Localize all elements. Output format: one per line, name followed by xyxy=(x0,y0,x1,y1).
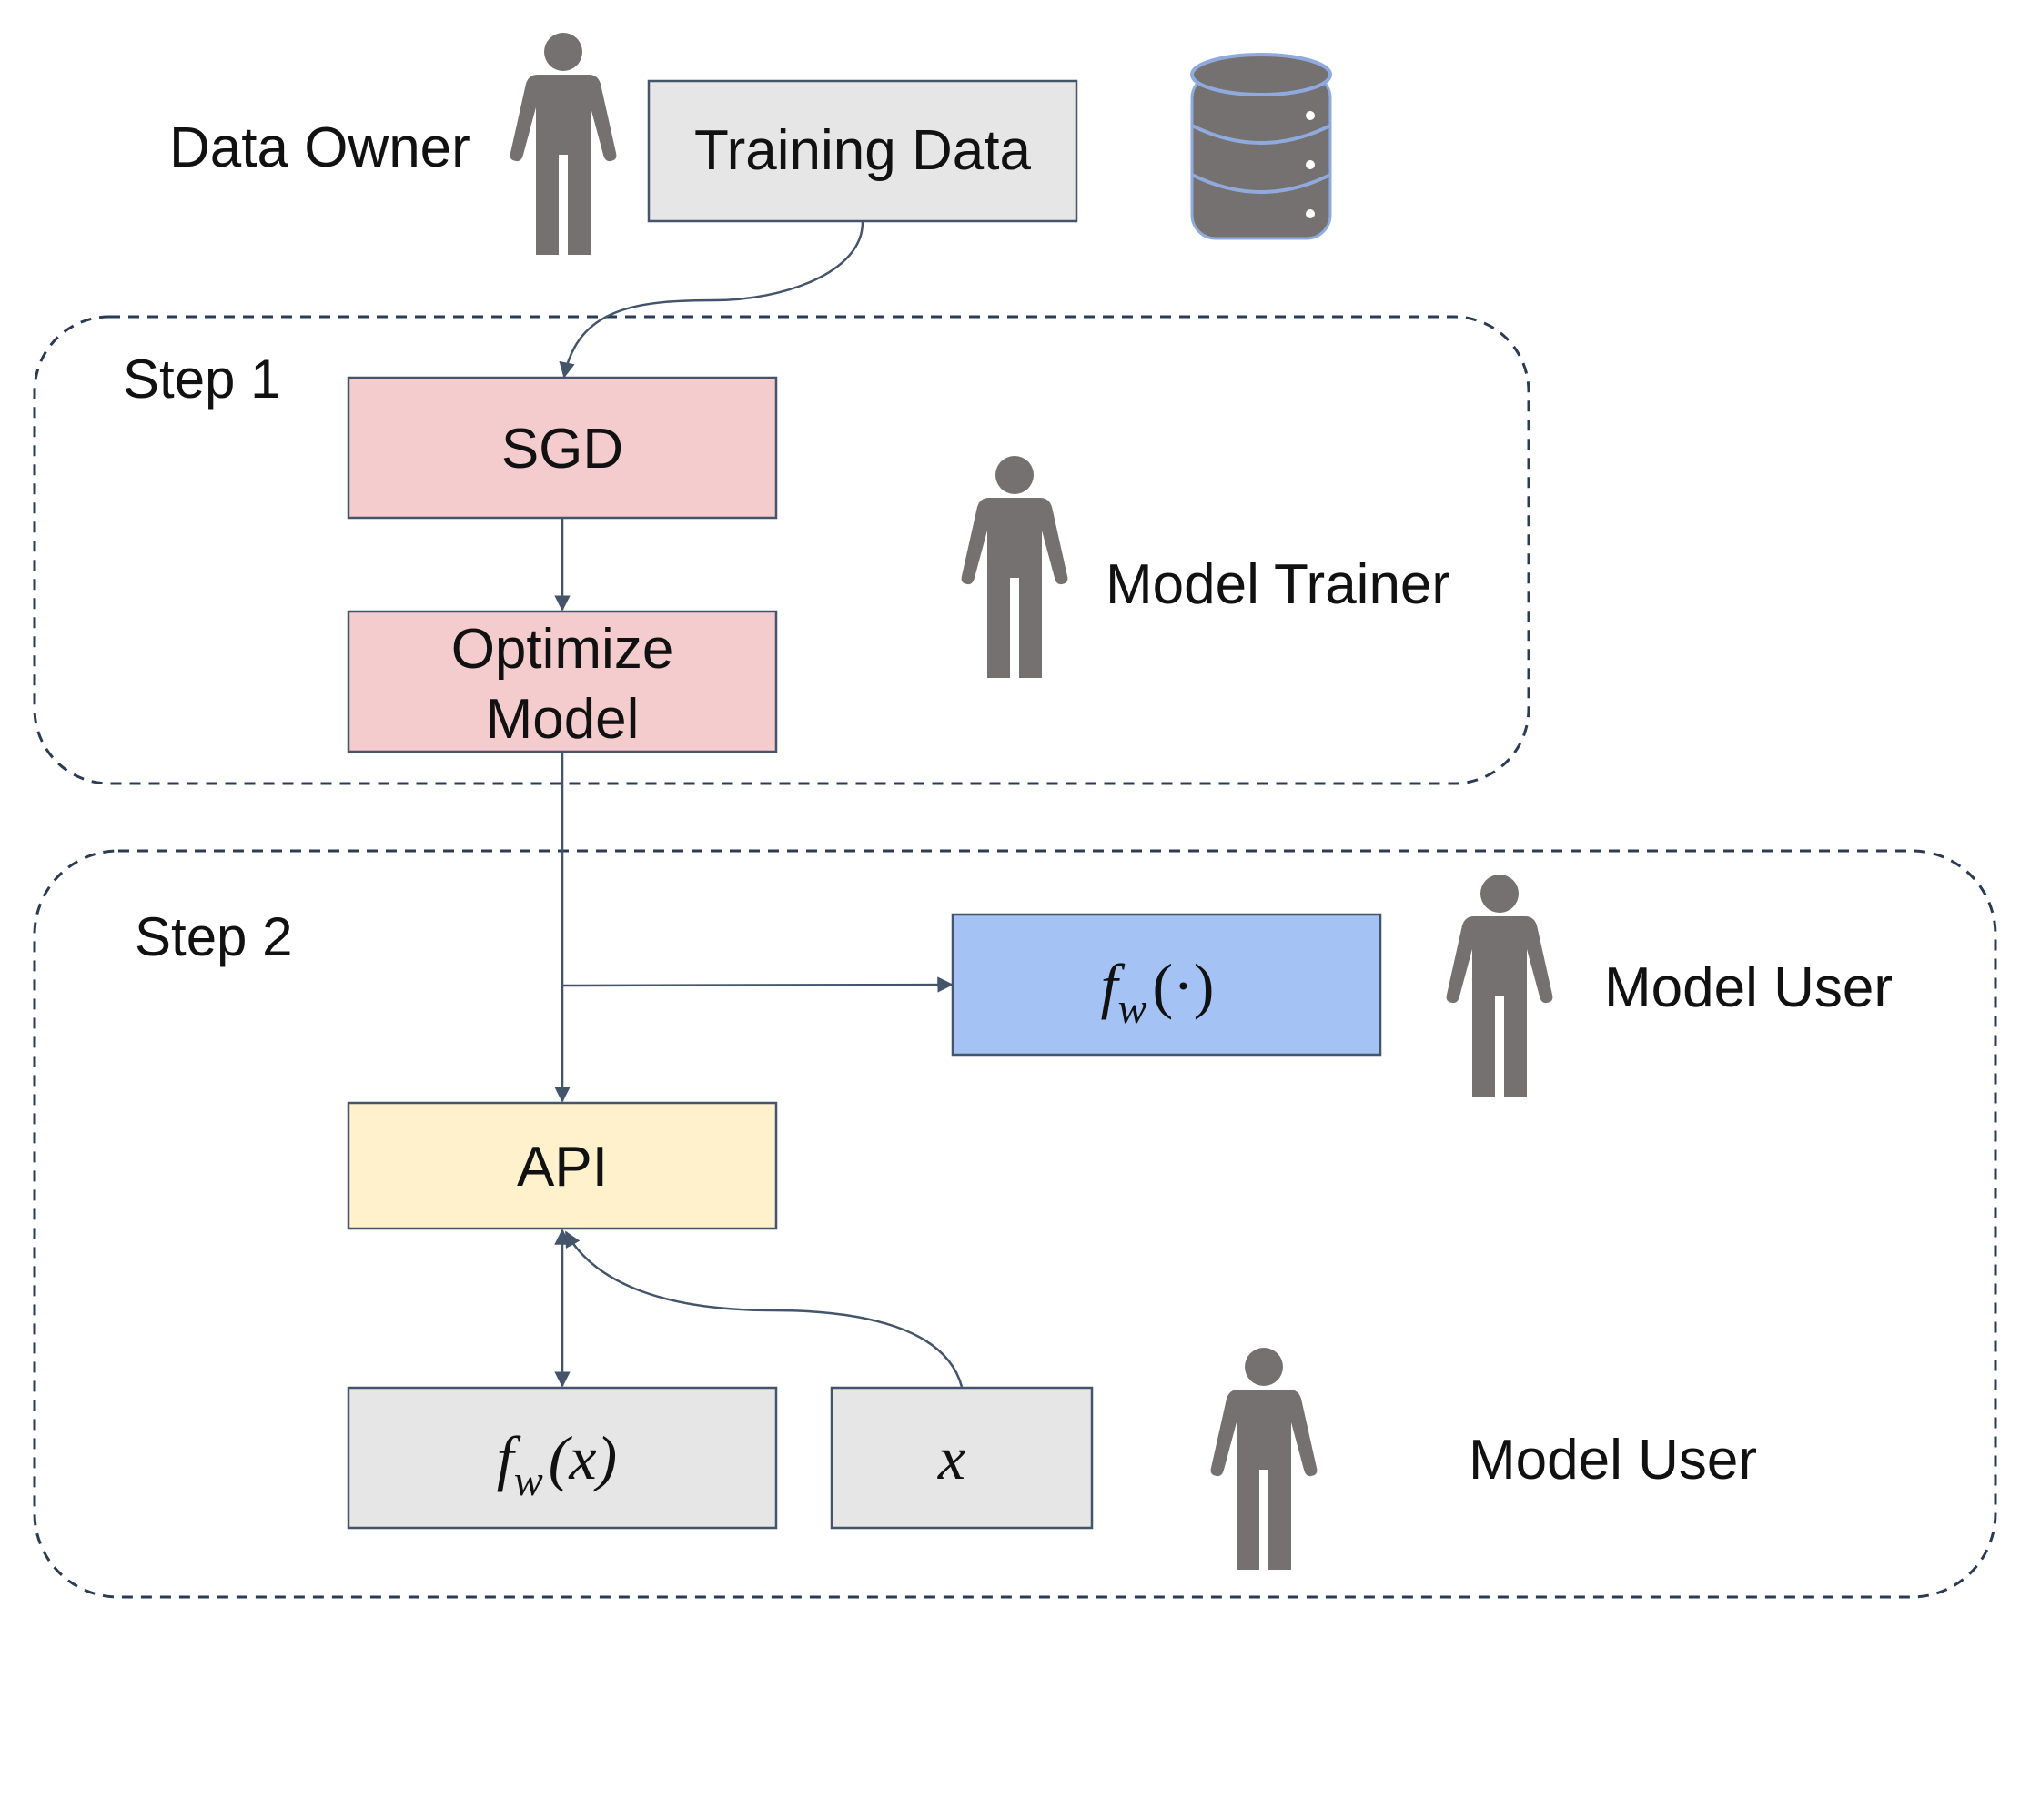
person-icon xyxy=(510,33,617,255)
optimize-model-box xyxy=(347,610,778,753)
data-owner-label: Data Owner xyxy=(169,116,470,179)
optimize-label-line2: Model xyxy=(486,688,640,751)
model-user-query-label: Model User xyxy=(1469,1429,1757,1491)
api-box xyxy=(347,1101,778,1230)
edge-training-to-sgd xyxy=(559,221,864,379)
training-data-label: Training Data xyxy=(694,119,1031,182)
model-trainer-label: Model Trainer xyxy=(1106,553,1450,616)
person-icon xyxy=(961,456,1068,678)
fw-function-args: (·) xyxy=(1152,951,1214,1020)
step1-label: Step 1 xyxy=(123,349,280,410)
training-data-box xyxy=(647,79,1078,223)
person-icon xyxy=(1210,1348,1318,1570)
model-user-api-label: Model User xyxy=(1604,956,1893,1019)
fw-x-output-box xyxy=(347,1386,778,1530)
fw-x-w: w xyxy=(514,1457,543,1505)
fw-function-box xyxy=(951,913,1382,1057)
x-input-box xyxy=(830,1386,1094,1530)
fw-x-output-label: fw(x) xyxy=(497,1423,617,1505)
fw-x-args: (x) xyxy=(549,1423,617,1492)
edge-to-fw-func xyxy=(561,976,954,993)
fw-function-w: w xyxy=(1117,985,1146,1033)
optimize-label-line1: Optimize xyxy=(451,618,674,681)
person-icon xyxy=(1446,875,1553,1097)
step1-group xyxy=(33,315,1530,785)
sgd-label: SGD xyxy=(501,418,623,480)
database-icon xyxy=(1190,53,1332,240)
sgd-box xyxy=(347,376,778,520)
x-input-label: x xyxy=(937,1423,965,1492)
step2-label: Step 2 xyxy=(135,906,292,967)
api-label: API xyxy=(517,1136,608,1198)
edge-x-to-api xyxy=(564,1230,964,1388)
